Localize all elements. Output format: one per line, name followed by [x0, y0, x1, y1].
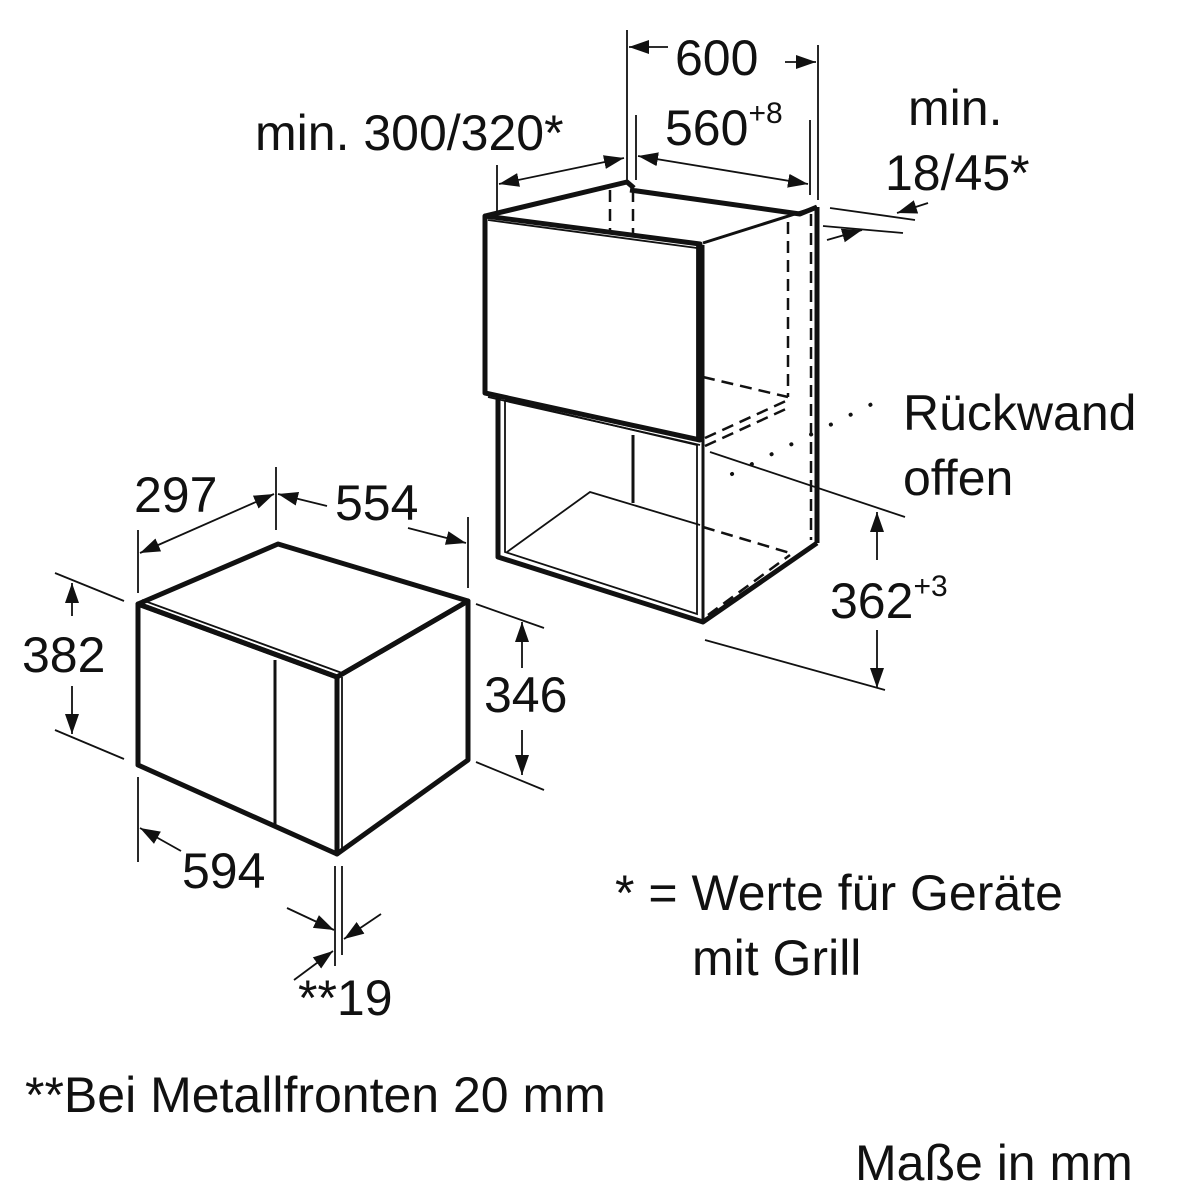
- dim-382-label: 382: [22, 627, 105, 683]
- appliance-side-face: [334, 598, 471, 857]
- dim-600-label: 600: [675, 30, 758, 86]
- dimension-line-560: [637, 152, 809, 188]
- dim-19-label: **19: [298, 970, 393, 1026]
- dim-594-label: 594: [182, 843, 265, 899]
- extension-line: [54, 572, 125, 602]
- dim-560-tolerance: +8: [748, 97, 782, 130]
- dimension-line-300: [498, 155, 625, 187]
- dimension-line-297: [139, 493, 275, 554]
- dim-560-value: 560: [665, 100, 748, 156]
- extension-line: [475, 603, 545, 629]
- notes: * = Werte für Geräte mit Grill **Bei Met…: [25, 865, 1133, 1191]
- appliance-dimensions: 297 554 382 346 594 **19: [22, 467, 567, 1026]
- dim-560-label: 560+8: [665, 97, 783, 156]
- extension-line: [704, 639, 886, 691]
- extension-line: [475, 761, 545, 791]
- hidden-edge: [702, 375, 789, 399]
- grill-note-line1: * = Werte für Geräte: [615, 865, 1063, 921]
- back-wall-leader: [730, 398, 882, 476]
- dimension-line-554a: [277, 491, 328, 507]
- units-note: Maße in mm: [855, 1135, 1133, 1191]
- cavity-shelf-line: [487, 396, 701, 446]
- appliance-front-frame-line: [141, 599, 343, 674]
- cabinet-drawing: [482, 179, 882, 625]
- cabinet-front-inner-line: [487, 219, 698, 249]
- dim-min-label: min.: [908, 80, 1002, 136]
- dim-362-value: 362: [830, 573, 913, 629]
- appliance-drawing: [135, 541, 471, 857]
- metal-front-note: **Bei Metallfronten 20 mm: [25, 1067, 606, 1123]
- cabinet-top-right: [702, 205, 818, 245]
- dimension-line-594b: [286, 907, 335, 931]
- grill-note-line2: mit Grill: [692, 930, 861, 986]
- extension-line: [54, 729, 125, 760]
- cavity-outer-frame: [495, 395, 819, 625]
- dimension-line-19a: [343, 913, 382, 940]
- cabinet-top-back: [629, 187, 818, 217]
- dim-297-label: 297: [134, 467, 217, 523]
- cavity-floor-back: [506, 491, 701, 553]
- dim-362-label: 362+3: [830, 570, 948, 629]
- hidden-edge: [707, 553, 791, 617]
- extension-line: [829, 207, 916, 221]
- hidden-edge: [702, 525, 791, 555]
- dim-18-45-label: 18/45*: [885, 145, 1030, 201]
- hidden-edge: [704, 398, 789, 440]
- extension-line: [709, 451, 906, 518]
- extension-line: [822, 225, 904, 234]
- back-wall-label-line1: Rückwand: [903, 385, 1136, 441]
- dim-min-300-label: min. 300/320*: [255, 105, 564, 161]
- dim-554-label: 554: [335, 475, 418, 531]
- cabinet-front-panel: [482, 213, 703, 443]
- cabinet-dimensions: 600 560+8 min. 300/320* min. 18/45* Rück…: [255, 30, 1136, 691]
- appliance-front-face: [135, 601, 340, 857]
- dim-346-label: 346: [484, 667, 567, 723]
- dimension-line-18a: [896, 200, 929, 214]
- cabinet-top-edge: [484, 179, 636, 219]
- dimension-line-18b: [826, 228, 863, 243]
- back-wall-label-line2: offen: [903, 450, 1013, 506]
- hidden-edge: [704, 406, 789, 448]
- dimension-line-19b: [293, 950, 334, 981]
- dim-362-tolerance: +3: [913, 570, 947, 603]
- dimension-line-554b: [407, 527, 467, 545]
- appliance-top-face: [135, 541, 471, 680]
- dimension-line-594a: [139, 827, 182, 852]
